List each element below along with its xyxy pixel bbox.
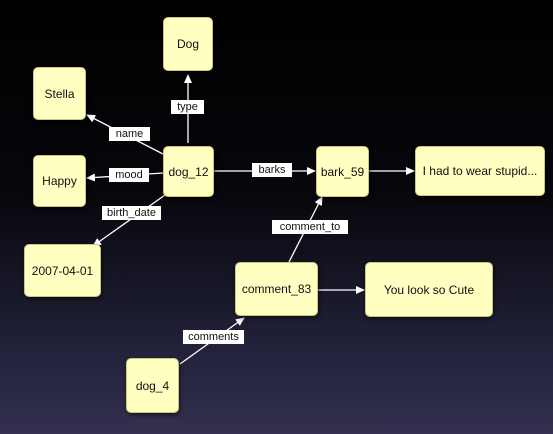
- node-bark-59: bark_59: [316, 146, 369, 197]
- node-stella: Stella: [33, 67, 86, 120]
- node-dog-4: dog_4: [126, 358, 179, 413]
- node-dog: Dog: [163, 17, 213, 71]
- node-comment-83: comment_83: [235, 262, 318, 316]
- edge-label-birth-date: birth_date: [102, 206, 161, 220]
- edge-label-type: type: [171, 100, 204, 114]
- edge-birth-date-arrow: [92, 194, 166, 247]
- node-cute: You look so Cute: [365, 262, 493, 317]
- node-bark-text: I had to wear stupid...: [415, 146, 545, 196]
- edge-label-barks: barks: [252, 163, 292, 177]
- edge-label-mood: mood: [109, 168, 149, 182]
- node-dog-12: dog_12: [163, 146, 214, 197]
- edge-label-name: name: [109, 127, 150, 141]
- node-happy: Happy: [33, 155, 86, 207]
- edge-label-comment-to: comment_to: [272, 220, 348, 234]
- edge-label-comments: comments: [183, 330, 244, 344]
- node-birth-date-value: 2007-04-01: [24, 244, 101, 297]
